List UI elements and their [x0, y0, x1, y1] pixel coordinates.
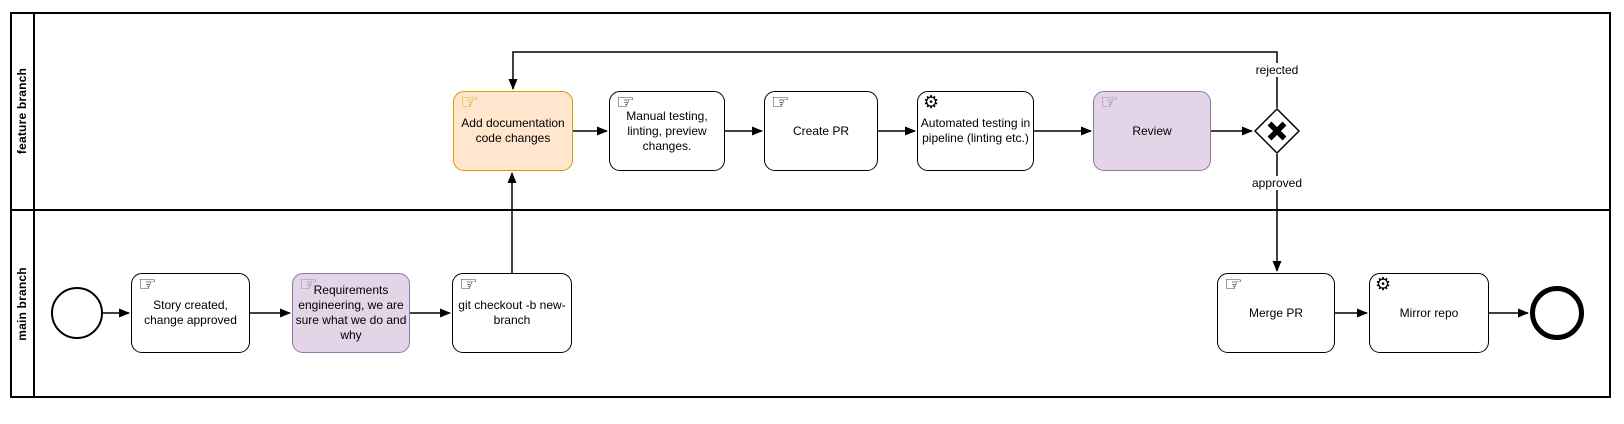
lane-label-feature-branch: feature branch — [15, 67, 29, 155]
task-label: Merge PR — [1248, 305, 1304, 320]
manual-task-hand-icon: ☞ — [460, 90, 479, 114]
gateway-x-icon — [1267, 121, 1287, 141]
manual-task-hand-icon: ☞ — [1224, 272, 1243, 296]
task-label: Review — [1132, 123, 1172, 138]
lane-divider-line — [10, 209, 1611, 211]
manual-task-hand-icon: ☞ — [771, 90, 790, 114]
task-label: Automated testing in pipeline (linting e… — [920, 116, 1031, 145]
task-label: Story created, change approved — [144, 298, 237, 327]
task-manual-testing: ☞ Manual testing, linting, preview chang… — [609, 91, 725, 171]
task-git-checkout-branch: ☞ git checkout -b new-branch — [452, 273, 572, 353]
task-mirror-repo: ⚙ Mirror repo — [1369, 273, 1489, 353]
lane-label-main-branch: main branch — [15, 267, 29, 341]
task-review: ☞ Review — [1093, 91, 1211, 171]
service-task-gear-icon: ⚙ — [923, 92, 940, 113]
manual-task-hand-icon: ☞ — [459, 272, 478, 296]
process-pool — [10, 12, 1611, 398]
manual-task-hand-icon: ☞ — [1100, 90, 1119, 114]
task-label: Requirements engineering, we are sure wh… — [295, 283, 407, 342]
task-label: Create PR — [792, 123, 850, 138]
task-automated-testing: ⚙ Automated testing in pipeline (linting… — [917, 91, 1034, 171]
task-label: git checkout -b new-branch — [458, 298, 566, 327]
lane-label-band-divider — [33, 12, 35, 398]
edge-label-approved: approved — [1248, 176, 1306, 190]
exclusive-gateway — [1253, 107, 1301, 155]
task-requirements-engineering: ☞ Requirements engineering, we are sure … — [292, 273, 410, 353]
service-task-gear-icon: ⚙ — [1375, 274, 1392, 295]
task-story-created: ☞ Story created, change approved — [131, 273, 250, 353]
task-label: Mirror repo — [1399, 305, 1459, 320]
task-label: Manual testing, linting, preview changes… — [626, 108, 708, 153]
task-merge-pr: ☞ Merge PR — [1217, 273, 1335, 353]
task-label: Add documentation code changes — [461, 116, 565, 145]
task-add-documentation: ☞ Add documentation code changes — [453, 91, 573, 171]
task-create-pr: ☞ Create PR — [764, 91, 878, 171]
edge-label-rejected: rejected — [1252, 63, 1302, 77]
manual-task-hand-icon: ☞ — [138, 272, 157, 296]
start-event — [51, 287, 103, 339]
end-event — [1530, 286, 1584, 340]
